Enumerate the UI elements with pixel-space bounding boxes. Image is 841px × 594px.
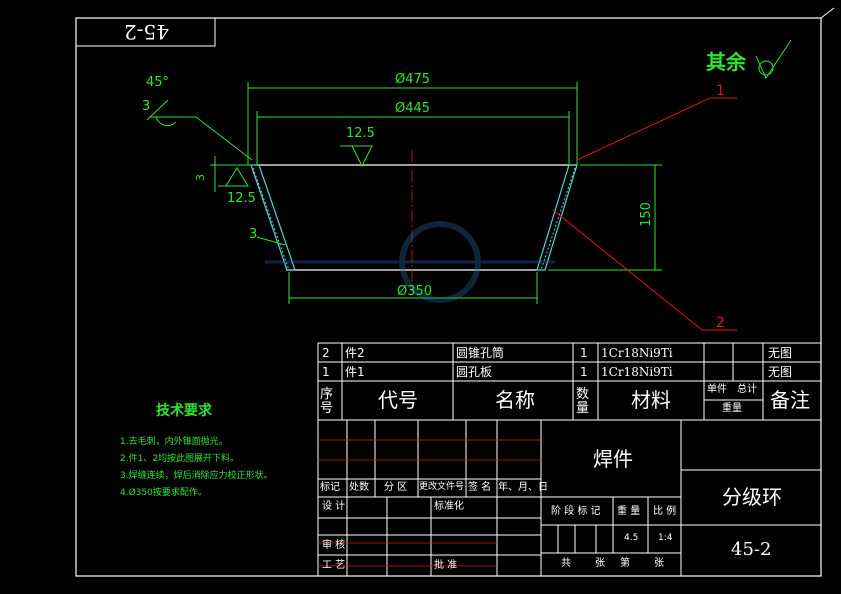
header-code: 代号 xyxy=(378,388,418,412)
tech-req-item: 3.焊缝连续，焊后消除应力校正形状。 xyxy=(120,471,273,481)
header-total: 总计 xyxy=(737,384,757,395)
material-field: 焊件 xyxy=(593,447,633,471)
rev-label: 标记 xyxy=(320,482,340,493)
roughness-top: 12.5 xyxy=(346,126,375,141)
parts-row-1-material: 1Cr18Ni9Ti xyxy=(601,365,673,379)
rev-label: 更改文件号 xyxy=(419,482,465,492)
parts-row-2-seq: 2 xyxy=(322,346,330,360)
header-name: 名称 xyxy=(495,388,535,412)
title-block-grid xyxy=(317,342,821,576)
rev-label: 年、月、日 xyxy=(498,482,548,493)
leader-number-1: 1 xyxy=(716,83,725,99)
roughness-left: 12.5 xyxy=(227,191,256,206)
leader-lines xyxy=(552,97,737,331)
parts-row-2-remark: 无图 xyxy=(768,346,793,360)
parts-row-1-qty: 1 xyxy=(580,365,588,379)
roughness-note: 其余 xyxy=(706,50,746,74)
cone-section xyxy=(250,150,578,290)
parts-row-2-qty: 1 xyxy=(580,346,588,360)
leader-number-2: 2 xyxy=(716,315,725,331)
header-remark: 备注 xyxy=(770,388,810,412)
code-tag-box xyxy=(75,17,216,47)
leader-2 xyxy=(552,209,737,331)
wall-thickness: 3 xyxy=(249,227,258,242)
tech-req-item: 2.件1、2均按此图展开下料。 xyxy=(120,454,240,464)
parts-row-2-code: 件2 xyxy=(345,346,365,360)
role-label: 工 艺 xyxy=(322,560,346,571)
sheet-label: 第 xyxy=(620,558,630,569)
sheet-label: 张 xyxy=(654,558,664,569)
tech-req-title: 技术要求 xyxy=(156,403,212,419)
dim-top-inner: Ø445 xyxy=(395,101,431,116)
dim-top-outer: Ø475 xyxy=(395,72,431,87)
rev-label: 签 名 xyxy=(468,482,492,493)
sheet-label: 张 xyxy=(595,558,605,569)
role-label: 批 准 xyxy=(434,560,458,571)
watermark xyxy=(265,221,555,303)
role-label: 标准化 xyxy=(434,501,464,512)
header-seq: 序号 xyxy=(320,387,334,417)
dim-bottom: Ø350 xyxy=(397,284,433,299)
sheet-label: 共 xyxy=(561,558,571,569)
stage-label: 阶 段 标 记 xyxy=(551,506,601,517)
scale-value: 1:4 xyxy=(658,533,673,543)
drawing-code-tag: 45-2 xyxy=(124,20,169,44)
angle-label: 45° xyxy=(146,75,170,90)
parts-row-1-name: 圆孔板 xyxy=(456,365,493,379)
tech-req-item: 1.去毛刺，内外锥面抛光。 xyxy=(120,437,228,447)
dim-height: 150 xyxy=(638,202,654,227)
role-label: 设 计 xyxy=(322,501,346,512)
parts-row-1-remark: 无图 xyxy=(768,365,793,379)
role-label: 审 核 xyxy=(322,540,346,551)
technical-requirements: 技术要求 1.去毛刺，内外锥面抛光。 2.件1、2均按此图展开下料。 3.焊缝连… xyxy=(120,404,273,506)
dimension-lines xyxy=(146,39,792,304)
tech-req-item: 4.Ø350按要求配作。 xyxy=(120,488,207,498)
leader-1 xyxy=(576,97,737,161)
thickness-left: 3 xyxy=(194,174,207,181)
left-wall-hatch xyxy=(250,164,296,271)
corner-mark xyxy=(820,7,835,19)
chamfer-label: 3 xyxy=(142,99,151,114)
parts-row-2-material: 1Cr18Ni9Ti xyxy=(601,346,673,360)
header-unit: 单件 xyxy=(707,384,727,395)
drawing-number: 45-2 xyxy=(731,539,772,560)
right-wall-hatch xyxy=(536,164,578,271)
header-material: 材料 xyxy=(631,388,671,412)
sheet-border xyxy=(75,17,822,577)
rev-label: 分 区 xyxy=(384,482,408,493)
revision-hatching xyxy=(318,439,541,567)
rev-label: 处数 xyxy=(349,482,369,493)
parts-row-1-seq: 1 xyxy=(322,365,330,379)
parts-row-1-code: 件1 xyxy=(345,365,365,379)
stage-label: 重 量 xyxy=(617,506,641,517)
part-name: 分级环 xyxy=(722,485,782,509)
header-weight: 重量 xyxy=(722,403,742,414)
weight-value: 4.5 xyxy=(624,533,639,543)
header-qty: 数量 xyxy=(576,387,590,417)
stage-label: 比 例 xyxy=(653,506,677,517)
parts-row-2-name: 圆锥孔筒 xyxy=(456,346,505,360)
